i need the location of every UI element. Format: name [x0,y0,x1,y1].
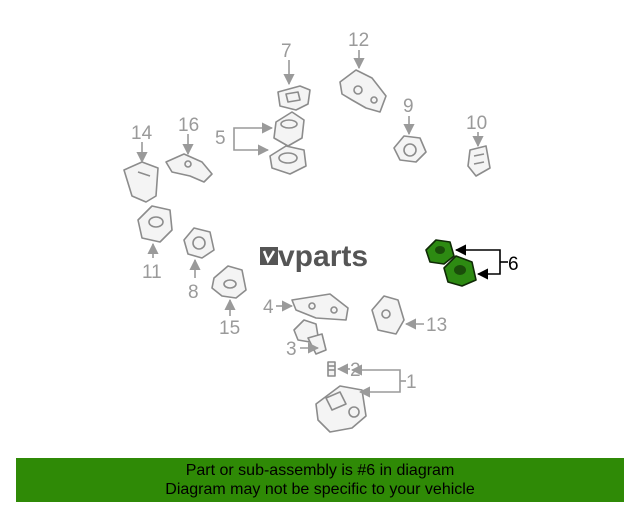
part-11: 11 [137,205,173,283]
callout-13: 13 [426,315,447,336]
callout-16: 16 [178,115,199,136]
callout-10: 10 [466,113,487,134]
part-14: 14 [123,123,159,203]
part-5: 5 [215,111,307,175]
part-4: 4 [263,293,349,321]
part-15: 15 [211,265,247,339]
callout-1: 1 [406,372,417,393]
part-1: 1 [315,364,417,433]
callout-12: 12 [348,30,369,51]
callout-7: 7 [281,41,292,62]
callout-3: 3 [286,339,297,360]
info-banner: Part or sub-assembly is #6 in diagram Di… [16,458,624,502]
callout-15: 15 [219,318,240,339]
part-12: 12 [339,30,387,113]
part-8: 8 [183,227,215,303]
banner-line-1: Part or sub-assembly is #6 in diagram [185,462,455,479]
part-6: 6 [425,239,519,287]
part-3: 3 [286,319,327,360]
callout-4: 4 [263,297,274,318]
callout-14: 14 [131,123,153,144]
callout-11: 11 [142,262,162,283]
logo-text: vparts [278,240,368,273]
callout-8: 8 [188,282,199,303]
vparts-logo: vparts [260,240,368,273]
callout-6: 6 [508,254,519,275]
part-13: 13 [371,295,447,336]
callout-9: 9 [403,96,414,117]
part-7: 7 [277,41,311,111]
part-16: 16 [165,115,213,183]
banner-line-2: Diagram may not be specific to your vehi… [165,481,475,498]
part-9: 9 [393,96,427,163]
part-10: 10 [466,113,491,177]
callout-5: 5 [215,128,226,149]
